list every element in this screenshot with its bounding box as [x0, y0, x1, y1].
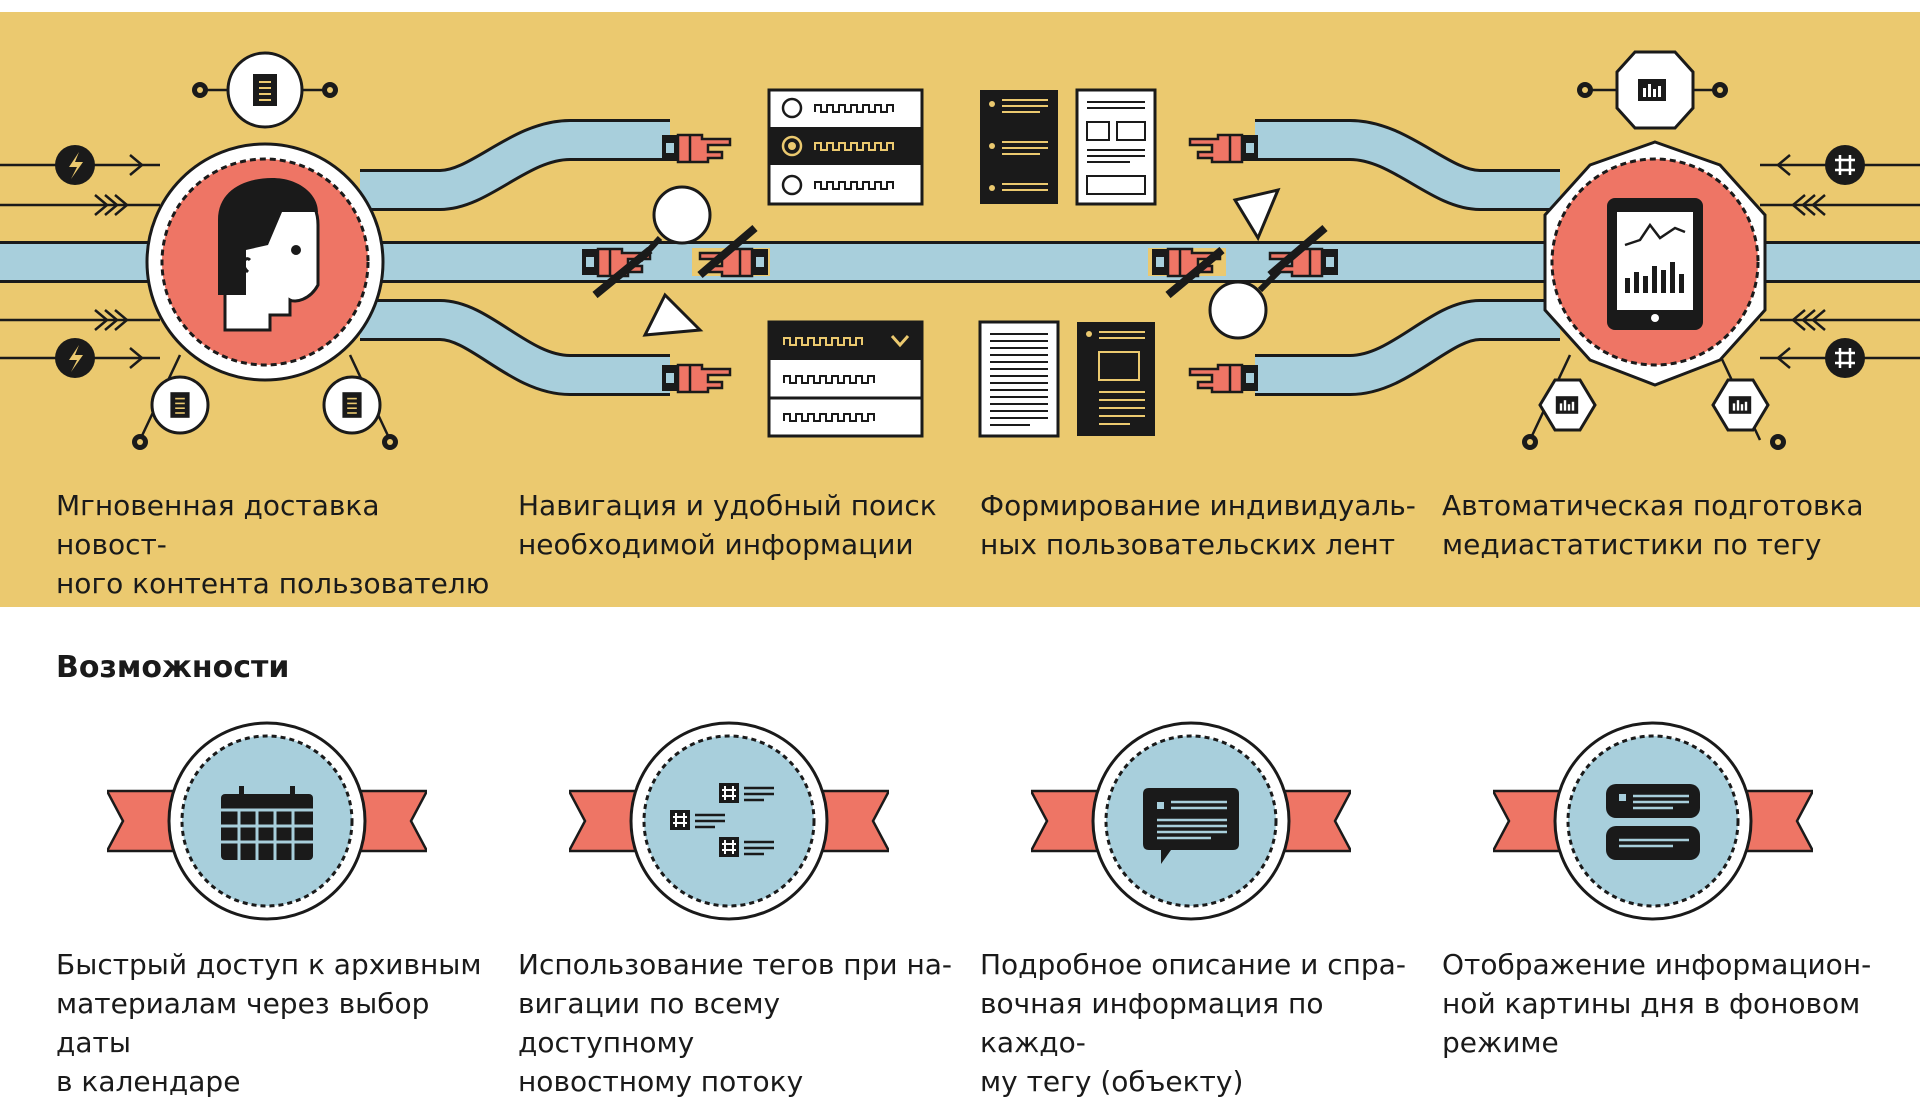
feature-caption-description: Подробное описание и спра- вочная информ…	[980, 945, 1420, 1101]
banner-caption-statistics: Автоматическая подготовка медиастатистик…	[1442, 486, 1882, 564]
play-triangle-icon	[642, 292, 704, 337]
feature-caption-calendar-line2: материалам через выбор даты	[56, 987, 430, 1059]
feature-caption-tags: Использование тегов при на- вигации по в…	[518, 945, 958, 1101]
feature-caption-calendar: Быстрый доступ к архивным материалам чер…	[56, 945, 496, 1101]
banner-caption-statistics-line1: Автоматическая подготовка	[1442, 489, 1864, 522]
pointing-hand-icon	[660, 133, 732, 164]
hashtag-list-icon	[569, 721, 889, 921]
banner-caption-delivery-line1: Мгновенная доставка новост-	[56, 489, 380, 561]
banner-caption-feeds-line1: Формирование индивидуаль-	[980, 489, 1416, 522]
play-triangle-icon	[1232, 187, 1281, 242]
feature-caption-background-line3: режиме	[1442, 1026, 1559, 1059]
feature-caption-description-line3: му тегу (объекту)	[980, 1065, 1244, 1098]
feature-caption-tags-line2: вигации по всему доступному	[518, 987, 781, 1059]
panels-icon	[1493, 721, 1813, 921]
news-feed-icon	[980, 88, 1157, 206]
speech-bubble-icon	[1031, 721, 1351, 921]
feature-caption-description-line1: Подробное описание и спра-	[980, 948, 1406, 981]
banner-caption-feeds: Формирование индивидуаль- ных пользовате…	[980, 486, 1420, 564]
banner-caption-delivery: Мгновенная доставка новост- ного контент…	[56, 486, 496, 603]
feature-caption-background-line2: ной картины дня в фоновом	[1442, 987, 1861, 1020]
user-head-icon	[145, 142, 385, 382]
lightning-icon	[55, 145, 95, 185]
news-feed-icon	[978, 320, 1155, 438]
feature-caption-calendar-line1: Быстрый доступ к архивным	[56, 948, 482, 981]
document-icon	[322, 375, 382, 435]
lightning-icon	[55, 338, 95, 378]
banner-caption-navigation: Навигация и удобный поиск необходимой ин…	[518, 486, 958, 564]
feature-caption-background: Отображение информацион- ной картины дня…	[1442, 945, 1882, 1062]
features-heading: Возможности	[56, 650, 290, 685]
pointing-hand-icon	[1188, 133, 1260, 164]
pointing-hand-icon	[1188, 363, 1260, 394]
banner-caption-delivery-line2: ного контента пользователю	[56, 567, 490, 600]
magnifier-icon	[637, 185, 712, 263]
banner-caption-statistics-line2: медиастатистики по тегу	[1442, 528, 1822, 561]
feature-caption-description-line2: вочная информация по каждо-	[980, 987, 1324, 1059]
document-icon	[226, 51, 304, 129]
feature-caption-background-line1: Отображение информацион-	[1442, 948, 1872, 981]
feature-caption-tags-line3: новостному потоку	[518, 1065, 804, 1098]
radio-list-icon	[767, 88, 924, 206]
feature-caption-calendar-line3: в календаре	[56, 1065, 241, 1098]
banner-caption-feeds-line2: ных пользовательских лент	[980, 528, 1396, 561]
hashtag-icon	[1825, 145, 1865, 185]
dropdown-list-icon	[767, 320, 924, 438]
feature-caption-tags-line1: Использование тегов при на-	[518, 948, 953, 981]
banner-caption-navigation-line1: Навигация и удобный поиск	[518, 489, 937, 522]
bar-chart-icon	[1711, 378, 1770, 432]
magnifier-icon	[1208, 267, 1283, 340]
bar-chart-icon	[1538, 378, 1597, 432]
banner-caption-navigation-line2: необходимой информации	[518, 528, 914, 561]
document-icon	[150, 375, 210, 435]
hashtag-icon	[1825, 338, 1865, 378]
tablet-chart-icon	[1543, 140, 1767, 387]
calendar-icon	[107, 721, 427, 921]
bar-chart-icon	[1615, 50, 1695, 130]
pointing-hand-icon	[660, 363, 732, 394]
